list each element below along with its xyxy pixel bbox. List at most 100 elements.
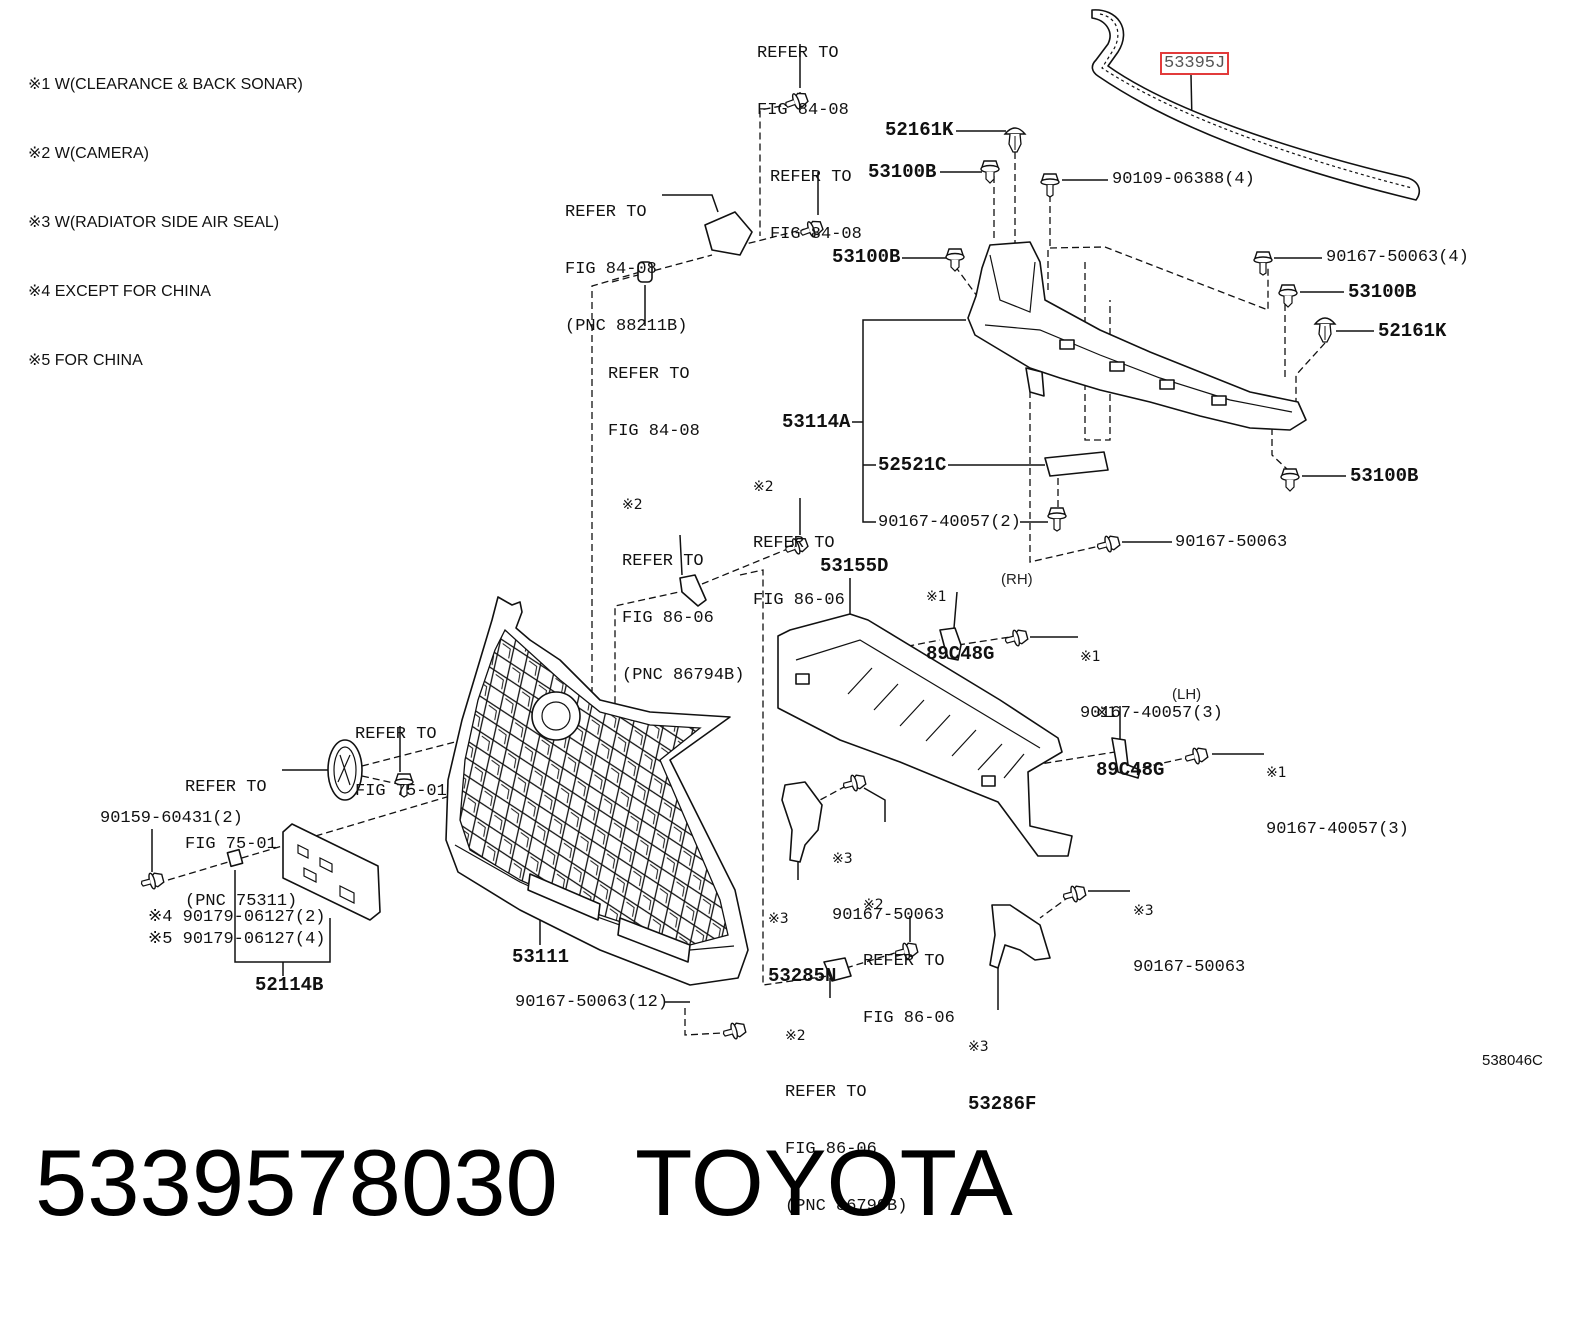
part-label[interactable]: 90159-60431(2): [100, 809, 243, 828]
fig-line: FIG 86-06: [785, 1140, 877, 1159]
part-label[interactable]: 52521C: [878, 454, 947, 476]
part-label[interactable]: 52114B: [255, 974, 324, 996]
part-label[interactable]: 90167-40057(3): [1266, 820, 1409, 839]
part-label[interactable]: 53114A: [782, 411, 851, 433]
dash-line: [845, 951, 899, 969]
support-bar-hole: [1211, 395, 1227, 406]
leader-88211B: [662, 194, 719, 213]
bolt-icon: [1002, 626, 1030, 650]
air-seal-part-53286F: [989, 904, 1051, 969]
license-bracket-slot: [297, 844, 309, 859]
part-label[interactable]: ※4 90179-06127(2): [148, 908, 326, 927]
leader-86794B: [679, 534, 683, 576]
note-mark: ※1: [1266, 765, 1287, 781]
note-line: ※2 W(CAMERA): [28, 145, 149, 162]
part-label[interactable]: 53100B: [1348, 281, 1417, 303]
part-label[interactable]: 53155D: [820, 555, 889, 577]
bolt-icon: [1094, 532, 1122, 556]
refer-label: REFER TO FIG 84-08: [608, 327, 700, 460]
pnc-line: (PNC 75311): [185, 892, 298, 911]
part-label[interactable]: 90167-50063(12): [515, 993, 669, 1012]
fig-line: FIG 84-08: [608, 422, 700, 441]
fig-line: FIG 84-08: [757, 101, 849, 120]
part-label[interactable]: 52161K: [1378, 320, 1447, 342]
support-bar-part: [967, 241, 1307, 431]
note-mark: ※2: [622, 497, 643, 513]
part-label-group: ※3 53286F: [968, 1001, 1036, 1134]
clip-nut-part: [226, 848, 244, 868]
part-label[interactable]: 90167-50063: [832, 906, 945, 925]
part-label[interactable]: 90167-50063: [1133, 958, 1246, 977]
refer-line: REFER TO: [355, 725, 437, 744]
grille-lower-trim: [454, 844, 735, 951]
radiator-panel-hole: [795, 673, 810, 685]
refer-label: REFER TO FIG 75-01 (PNC 75311): [185, 740, 297, 930]
part-label[interactable]: 52161K: [885, 119, 954, 141]
radiator-panel-fins: [847, 667, 1025, 779]
side-rh-label: (RH): [1001, 571, 1033, 588]
grille-emblem-mount-inner: [541, 701, 571, 731]
refer-line: REFER TO: [785, 1083, 867, 1102]
dash-line: [614, 589, 689, 705]
part-label[interactable]: 53100B: [1350, 465, 1419, 487]
refer-line: REFER TO: [770, 168, 852, 187]
support-bar-rib: [989, 254, 1036, 313]
part-label[interactable]: 89C48G: [1096, 759, 1165, 781]
clip-icon: [980, 160, 1000, 184]
emblem-mark: [337, 754, 351, 786]
notes-legend: ※1 W(CLEARANCE & BACK SONAR) ※2 W(CAMERA…: [28, 27, 303, 395]
clip-icon: [1314, 317, 1336, 343]
refer-line: REFER TO: [608, 365, 690, 384]
refer-label: ※2 REFER TO FIG 86-06: [863, 859, 955, 1047]
support-bar-hole: [1059, 339, 1075, 350]
refer-label: ※2 REFER TO FIG 86-06 (PNC 86794B): [622, 459, 744, 704]
part-label[interactable]: 53100B: [832, 246, 901, 268]
clip-icon: [1280, 468, 1300, 492]
part-label[interactable]: 90167-40057(3): [1080, 704, 1223, 723]
dash-line: [684, 1008, 723, 1036]
caption-brand: TOYOTA: [635, 1130, 1013, 1235]
note-mark: ※3: [1133, 903, 1154, 919]
part-label[interactable]: 90167-50063(4): [1326, 248, 1469, 267]
refer-line: REFER TO: [757, 44, 839, 63]
support-bar-outline: [967, 241, 1307, 431]
clip-icon: [1278, 284, 1298, 308]
refer-label: REFER TO FIG 84-08 (PNC 88211B): [565, 165, 687, 355]
refer-line: REFER TO: [185, 778, 267, 797]
dash-line: [759, 103, 793, 236]
bolt-icon: [138, 869, 166, 893]
part-label[interactable]: 90167-50063: [1175, 533, 1288, 552]
part-label[interactable]: 90109-06388(4): [1112, 170, 1255, 189]
part-label[interactable]: 53286F: [968, 1093, 1037, 1115]
part-label[interactable]: 53100B: [868, 161, 937, 183]
part-label[interactable]: 53111: [512, 946, 570, 968]
part-label-group: ※3 53285N: [768, 873, 836, 1006]
note-mark: ※3: [832, 851, 853, 867]
fig-line: FIG 86-06: [622, 609, 714, 628]
bolt-icon: [1182, 744, 1210, 768]
sonar-sensor-lh-part: [1111, 737, 1141, 779]
part-label[interactable]: ※5 90179-06127(4): [148, 930, 326, 949]
license-bracket-slot: [339, 885, 355, 904]
camera-part: [704, 211, 753, 256]
bolt-icon: [720, 1019, 748, 1043]
fig-line: FIG 86-06: [753, 591, 845, 610]
note-mark: ※2: [753, 479, 774, 495]
pnc-line: (PNC 88211B): [565, 317, 688, 336]
side-lh-label: (LH): [1172, 686, 1202, 703]
part-53395J-label[interactable]: 53395J: [1160, 52, 1230, 75]
part-label[interactable]: 89C48G: [926, 643, 995, 665]
grille-mesh: [459, 628, 729, 946]
refer-label: REFER TO FIG 84-08: [757, 6, 849, 139]
note-mark: ※1: [926, 589, 947, 605]
spacer-block-part: [1044, 451, 1109, 477]
part-label[interactable]: 90167-40057(2): [878, 513, 1021, 532]
refer-label: ※2 REFER TO FIG 86-06 (PNC 86790B): [785, 990, 907, 1235]
refer-label: REFER TO FIG 75-01: [355, 687, 447, 820]
part-label[interactable]: 53285N: [768, 965, 837, 987]
dash-line: [1131, 756, 1191, 771]
support-bar-hole: [1109, 361, 1125, 372]
fig-line: FIG 84-08: [770, 225, 862, 244]
part-label-group: ※1 89C48G: [1096, 667, 1164, 800]
refer-label: ※2 REFER TO FIG 86-06: [753, 441, 845, 629]
